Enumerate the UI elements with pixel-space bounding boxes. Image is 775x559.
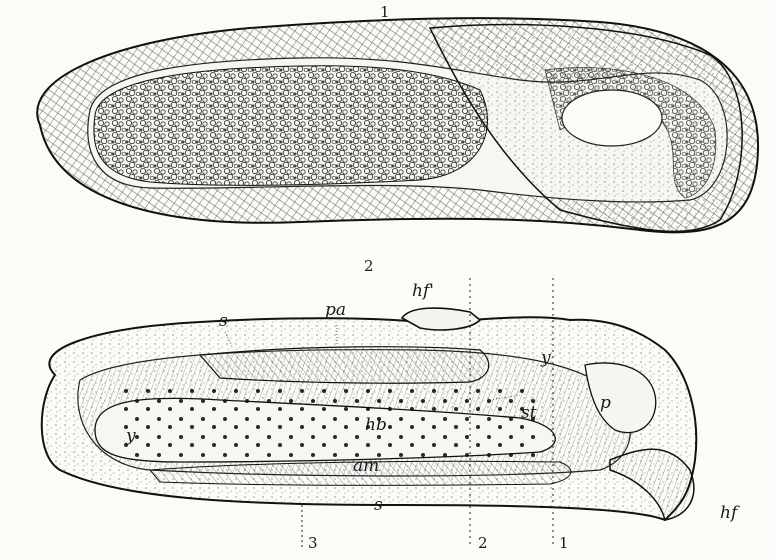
label-hf: hf (720, 505, 737, 522)
figure-1-clear-vesicle (562, 90, 662, 146)
label-st: st (521, 405, 537, 422)
figure-1-yolk-mass (94, 66, 488, 186)
figure-2-upper-band-pa (200, 347, 489, 384)
label-pa: pa (325, 302, 346, 319)
panel-1-number: 1 (380, 5, 390, 20)
figure-2-nuclear-dot-row (120, 388, 540, 458)
label-y-right: y (541, 350, 551, 367)
label-hf-prime: hf' (412, 283, 434, 300)
label-hb: hb (365, 417, 387, 434)
label-s-top: s (219, 313, 228, 330)
label-s-bottom: s (374, 497, 383, 514)
section-mark-1: 1 (559, 536, 569, 551)
label-am: am (353, 458, 379, 475)
panel-2-number: 2 (364, 259, 374, 274)
figure-1-egg-view (37, 18, 758, 232)
figure-2-sagittal-section (42, 278, 697, 548)
label-y-left: y (126, 428, 136, 445)
section-mark-3: 3 (308, 536, 318, 551)
label-p: p (600, 395, 611, 412)
section-mark-2: 2 (478, 536, 488, 551)
